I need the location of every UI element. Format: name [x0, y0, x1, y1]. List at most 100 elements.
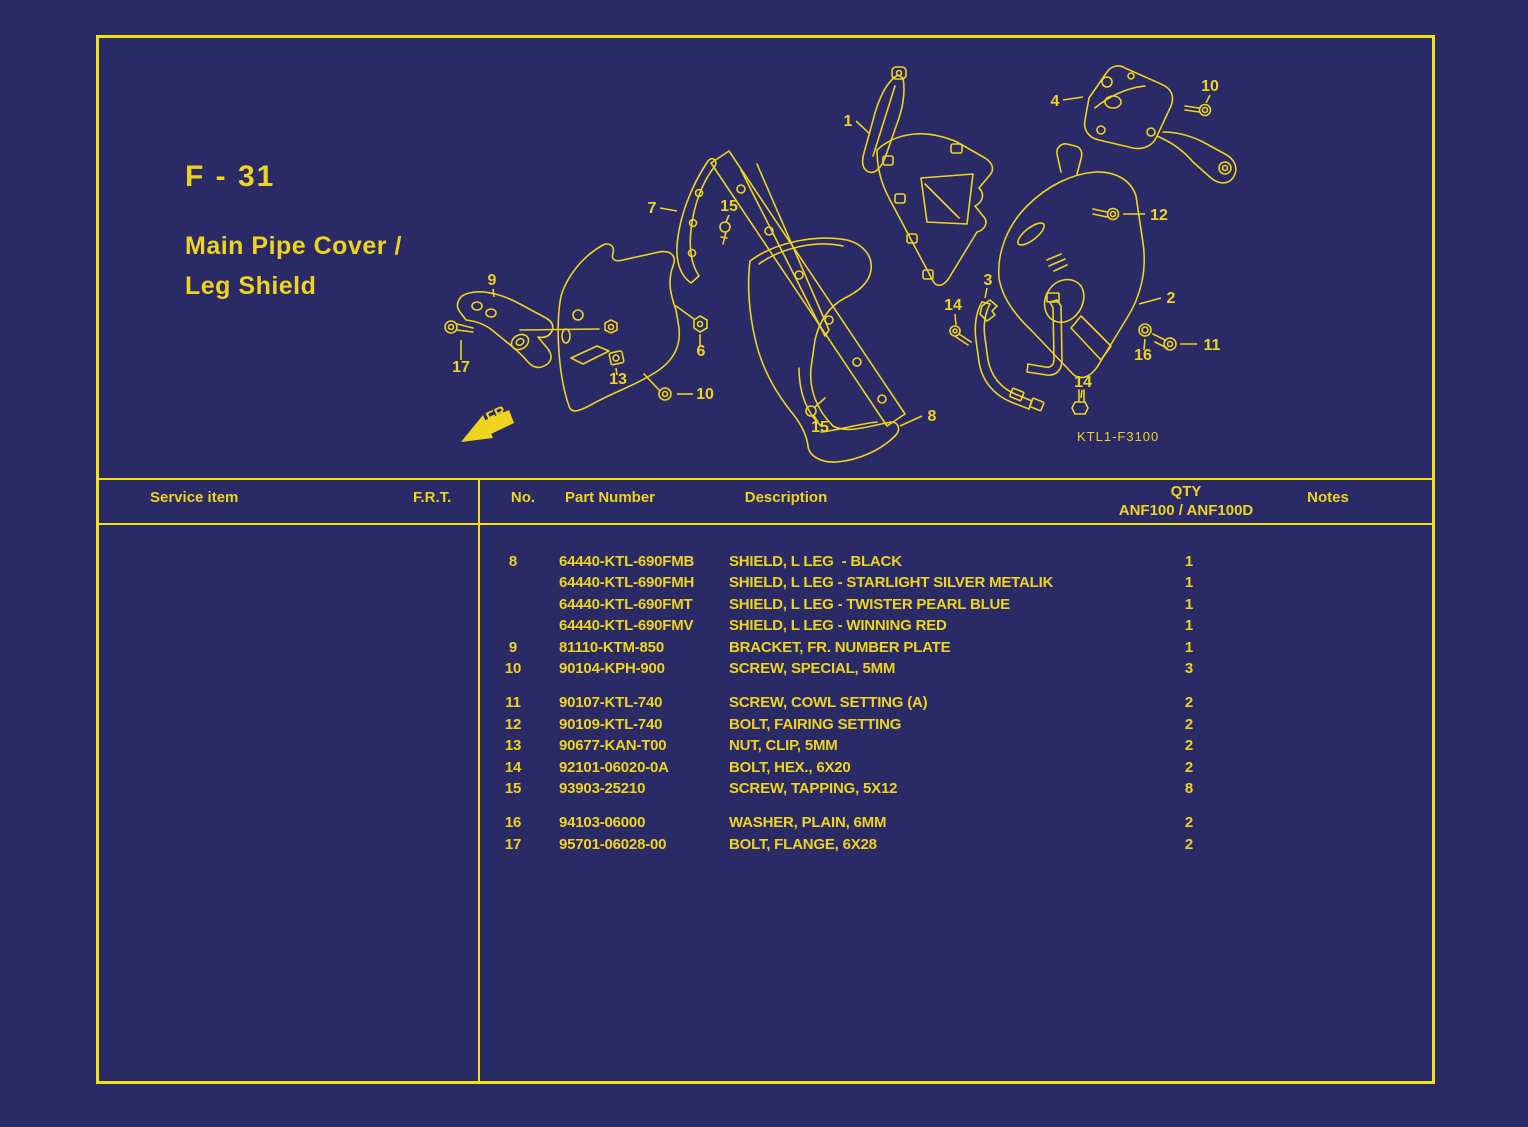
row-description: SCREW, SPECIAL, 5MM — [729, 659, 896, 677]
callout-number: 12 — [1150, 207, 1168, 224]
part-13-main-pipe-cover-drawing — [558, 244, 679, 411]
table-row: 64440-KTL-690FMH SHIELD, L LEG - STARLIGH… — [479, 572, 1434, 593]
bolt-14-lower-drawing — [1072, 390, 1088, 414]
row-description: BRACKET, FR. NUMBER PLATE — [729, 638, 951, 656]
callout-leader-line — [493, 289, 494, 297]
washer-16-drawing — [1139, 324, 1151, 336]
row-qty: 2 — [1184, 715, 1194, 733]
fr-direction-arrow: FR. — [461, 401, 514, 442]
row-description: WASHER, PLAIN, 6MM — [729, 814, 887, 832]
callout-leader-line — [616, 368, 617, 375]
row-no: 8 — [508, 553, 518, 570]
callout-number: 10 — [1201, 78, 1219, 95]
callout-number: 16 — [1134, 347, 1152, 364]
callout-number: 1 — [844, 113, 853, 130]
row-no: 12 — [504, 715, 522, 733]
notes-column-header: Notes — [1307, 489, 1349, 506]
callout-number: 9 — [488, 272, 497, 289]
row-no: 16 — [504, 814, 522, 832]
callout-leader-line — [955, 314, 956, 325]
callout-leader-line — [814, 416, 818, 422]
part-9-bracket-drawing — [457, 292, 599, 368]
callout-number: 2 — [1167, 290, 1176, 307]
row-no: 14 — [504, 758, 522, 776]
table-row: 64440-KTL-690FMV SHIELD, L LEG - WINNING … — [479, 615, 1434, 636]
bolt-17-drawing — [445, 321, 473, 333]
inner-panel-strip-drawing — [711, 151, 905, 426]
row-part-number: 90677-KAN-T00 — [559, 737, 667, 755]
page-code: F - 31 — [185, 160, 276, 193]
callout-leader-line — [900, 416, 922, 426]
row-part-number: 93903-25210 — [559, 779, 646, 797]
table-header-top-line — [99, 478, 1432, 480]
callout-number: 14 — [944, 297, 962, 314]
callout-leader-line — [985, 288, 987, 298]
row-description: SHIELD, L LEG - STARLIGHT SILVER METALIK — [729, 574, 1054, 592]
page-frame: F - 31 Main Pipe Cover / Leg Shield — [96, 35, 1435, 1084]
mount-frame-bracket-drawing — [975, 293, 1062, 411]
row-part-number: 64440-KTL-690FMH — [559, 574, 695, 592]
row-no: 13 — [504, 737, 522, 755]
row-part-number: 95701-06028-00 — [559, 835, 667, 853]
callout-leader-line — [660, 208, 677, 211]
row-qty: 2 — [1184, 835, 1194, 853]
qty-column-subheader: ANF100 / ANF100D — [1118, 502, 1254, 519]
row-description: SCREW, TAPPING, 5X12 — [729, 779, 898, 797]
callout-leader-line — [1139, 298, 1161, 304]
callout-number: 3 — [984, 272, 993, 289]
callout-leader-line — [856, 121, 870, 134]
page-title-line2: Leg Shield — [185, 272, 317, 300]
callout-number: 13 — [609, 371, 627, 388]
part-2-leg-shield-drawing — [999, 144, 1144, 378]
bolt-10-top-drawing — [1185, 105, 1211, 116]
bolt-14-upper-drawing — [950, 326, 971, 345]
row-part-number: 64440-KTL-690FMV — [559, 617, 694, 635]
part-number-column-header: Part Number — [564, 489, 656, 506]
row-qty: 2 — [1184, 694, 1194, 712]
row-description: NUT, CLIP, 5MM — [729, 737, 838, 755]
page-title-line1: Main Pipe Cover / — [185, 232, 402, 260]
part-7-garnish-drawing — [677, 159, 716, 283]
callout-number: 14 — [1074, 374, 1092, 391]
table-header-bottom-line — [99, 523, 1432, 525]
row-description: SHIELD, L LEG - BLACK — [729, 553, 902, 570]
row-no: 17 — [504, 835, 522, 853]
callout-leader-line — [1144, 339, 1145, 350]
screw-10-mid-drawing — [644, 374, 671, 400]
table-row: 16 94103-06000 WASHER, PLAIN, 6MM 2 — [479, 812, 1434, 833]
row-part-number: 94103-06000 — [559, 814, 646, 832]
row-part-number: 81110-KTM-850 — [559, 638, 664, 656]
frt-header: F.R.T. — [413, 489, 452, 506]
callout-number: 15 — [720, 198, 738, 215]
callout-leader-line — [1081, 390, 1082, 398]
callout-number: 8 — [928, 408, 937, 425]
table-row: 13 90677-KAN-T00 NUT, CLIP, 5MM 2 — [479, 735, 1434, 756]
row-qty: 2 — [1184, 758, 1194, 776]
row-description: SHIELD, L LEG - WINNING RED — [729, 617, 947, 635]
row-qty: 1 — [1184, 553, 1194, 570]
service-item-header: Service item — [150, 489, 239, 506]
row-no: 11 — [505, 694, 521, 712]
table-column-divider — [478, 478, 480, 1081]
callout-number: 17 — [452, 359, 470, 376]
callout-leader-line — [1206, 95, 1210, 103]
row-part-number: 90109-KTL-740 — [559, 715, 663, 733]
row-part-number: 64440-KTL-690FMB — [559, 553, 695, 570]
row-description: BOLT, HEX., 6X20 — [729, 758, 851, 776]
row-part-number: 64440-KTL-690FMT — [559, 595, 693, 613]
row-description: BOLT, FLANGE, 6X28 — [729, 835, 877, 853]
row-no: 9 — [508, 638, 518, 656]
bolt-11-drawing — [1153, 334, 1176, 350]
row-qty: 2 — [1184, 737, 1194, 755]
row-qty: 3 — [1184, 659, 1194, 677]
callout-number: 15 — [811, 419, 829, 436]
callout-number: 10 — [696, 386, 714, 403]
table-row: 17 95701-06028-00 BOLT, FLANGE, 6X28 2 — [479, 834, 1434, 855]
row-qty: 2 — [1184, 814, 1194, 832]
exploded-parts-diagram: FR. KTL1-F3100 1410122314161114715917136… — [99, 38, 1438, 478]
part-3-clip-drawing — [980, 300, 997, 321]
no-column-header: No. — [510, 489, 536, 506]
